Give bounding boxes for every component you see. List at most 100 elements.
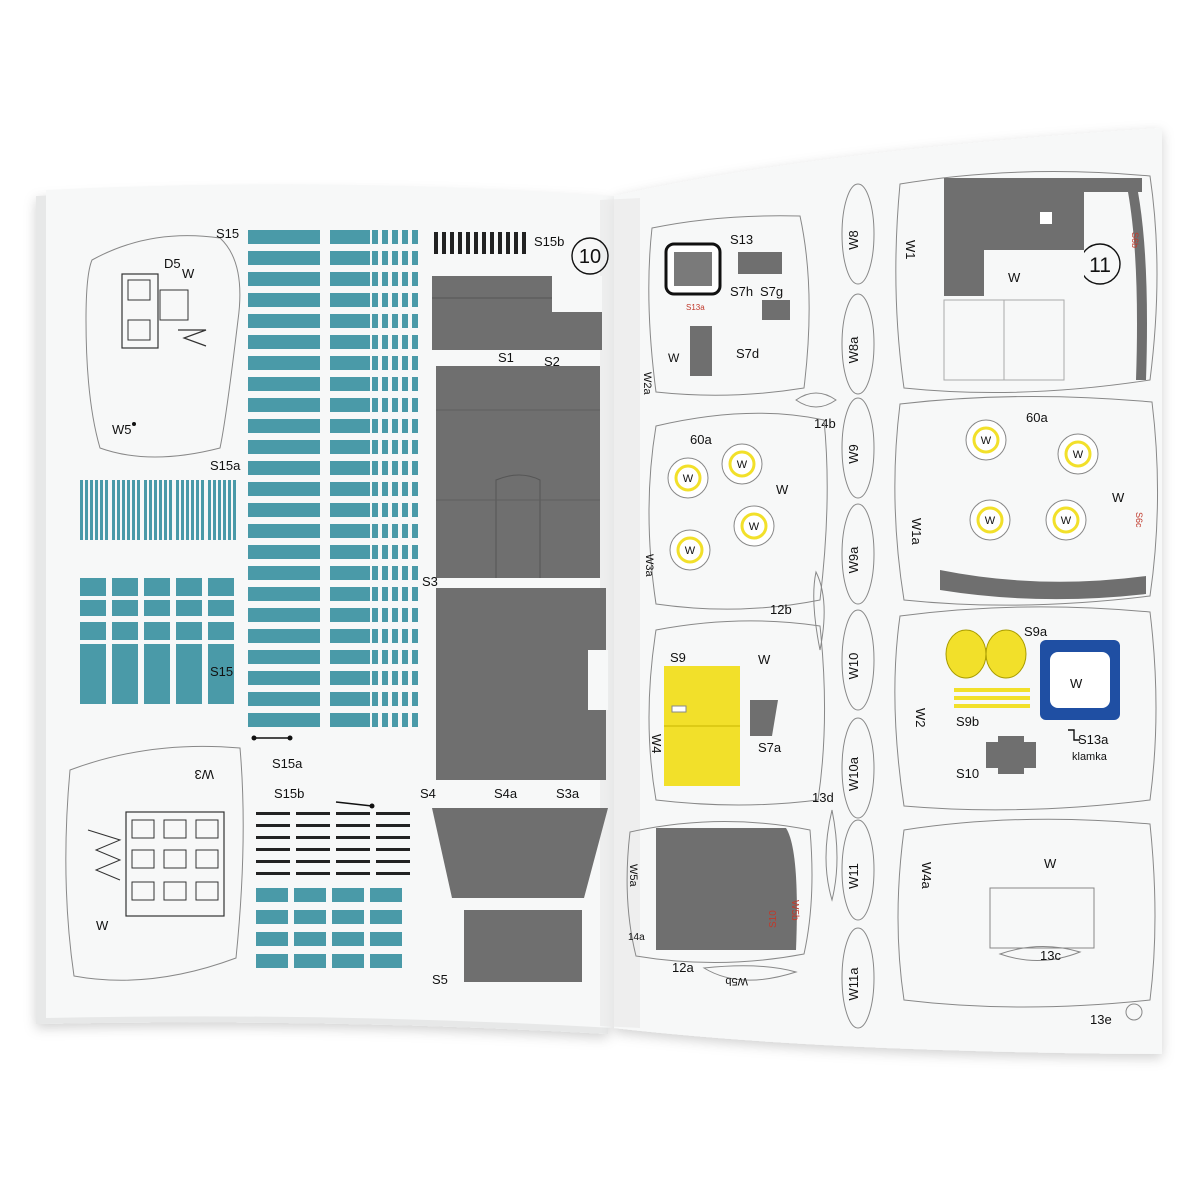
teal-strip xyxy=(372,440,378,454)
grey-panel-s3a xyxy=(436,588,608,780)
teal-strip xyxy=(372,293,378,307)
s15b-bar xyxy=(296,848,330,851)
teal-strip xyxy=(412,230,418,244)
wheel-outline xyxy=(969,499,1011,541)
teal-strip xyxy=(372,377,378,391)
label-w: W xyxy=(776,482,789,497)
s15b-bar xyxy=(296,872,330,875)
label-60a-left: 60a xyxy=(690,432,712,447)
s13-window xyxy=(664,242,722,296)
teal-strip xyxy=(112,480,115,540)
teal-strip xyxy=(402,461,408,475)
label-13c: 13c xyxy=(1040,948,1061,963)
label-s7a: S7a xyxy=(758,740,782,755)
s15b-bar xyxy=(256,812,290,815)
teal-strip xyxy=(412,251,418,265)
label-12a: 12a xyxy=(672,960,694,975)
teal-strip xyxy=(412,314,418,328)
teal-strip xyxy=(248,419,320,433)
part-13d xyxy=(825,809,838,902)
teal-strip xyxy=(80,622,106,640)
teal-strip xyxy=(382,314,388,328)
wheel-outline xyxy=(733,505,775,547)
teal-strip xyxy=(80,600,106,616)
s15b-strip-top xyxy=(434,232,526,254)
panel-w5a xyxy=(626,821,813,963)
teal-strip xyxy=(144,660,170,704)
teal-strip xyxy=(372,545,378,559)
grey-panel-s5 xyxy=(464,910,582,982)
panel-w5 xyxy=(85,235,241,458)
label-s7h: S7h xyxy=(730,284,753,299)
teal-strip xyxy=(382,587,388,601)
part-s7a xyxy=(750,700,778,736)
teal-strip xyxy=(372,503,378,517)
label-w4a: W4a xyxy=(919,862,934,890)
teal-strip xyxy=(228,480,231,540)
teal-strip xyxy=(330,398,370,412)
s15b-bar xyxy=(376,836,410,839)
teal-strip xyxy=(372,587,378,601)
teal-strip xyxy=(332,910,364,924)
teal-strip xyxy=(330,524,370,538)
teal-strip xyxy=(330,335,370,349)
tab-outline xyxy=(841,819,875,921)
teal-strip xyxy=(382,356,388,370)
teal-strip xyxy=(330,545,370,559)
teal-strip xyxy=(208,480,211,540)
wheel-mark: W xyxy=(985,515,996,527)
teal-strip xyxy=(392,545,398,559)
label-w8: W8 xyxy=(846,230,861,250)
teal-strip xyxy=(402,419,408,433)
s15b-strip-block xyxy=(256,812,410,875)
wheel-mark: W xyxy=(683,473,694,485)
s5-teal-strip-block xyxy=(256,888,402,968)
grey-strip-w1a xyxy=(940,570,1146,600)
teal-strip xyxy=(330,272,370,286)
panel-w4 xyxy=(648,620,826,806)
label-d5: D5 xyxy=(164,256,181,271)
teal-strip xyxy=(402,293,408,307)
s15b-bar xyxy=(376,860,410,863)
label-s9a: S9a xyxy=(1024,624,1048,639)
teal-strip xyxy=(412,587,418,601)
label-13d: 13d xyxy=(812,790,834,805)
s15b-bar xyxy=(296,812,330,815)
teal-strip xyxy=(402,629,408,643)
label-w3a: W3a xyxy=(643,554,655,578)
teal-strip xyxy=(372,398,378,412)
teal-strip xyxy=(112,660,138,704)
teal-strip xyxy=(392,566,398,580)
teal-strip xyxy=(218,480,221,540)
teal-strip xyxy=(154,480,157,540)
teal-strip xyxy=(127,480,130,540)
s15b-bar xyxy=(376,812,410,815)
panel-w4a xyxy=(897,818,1156,1008)
wheel-ring xyxy=(728,450,756,478)
teal-strip xyxy=(372,419,378,433)
teal-strip xyxy=(392,629,398,643)
wheel-ring xyxy=(972,426,1000,454)
teal-strip xyxy=(382,608,388,622)
teal-strip xyxy=(248,671,320,685)
label-s15b-low: S15b xyxy=(274,786,304,801)
teal-strip xyxy=(392,713,398,727)
teal-strip xyxy=(196,480,199,540)
teal-strip xyxy=(248,587,320,601)
panel-w1 xyxy=(895,171,1158,393)
s15b-bar xyxy=(522,232,526,254)
label-s10: S10 xyxy=(956,766,979,781)
teal-strip xyxy=(208,644,234,660)
s15b-bar xyxy=(442,232,446,254)
s15b-bar xyxy=(256,824,290,827)
label-s5: S5 xyxy=(432,972,448,987)
teal-strip xyxy=(412,461,418,475)
teal-strip xyxy=(412,503,418,517)
teal-strip xyxy=(95,480,98,540)
label-s7g: S7g xyxy=(760,284,783,299)
part-14b xyxy=(795,392,837,408)
teal-strip xyxy=(412,356,418,370)
tab-outline xyxy=(841,397,875,499)
